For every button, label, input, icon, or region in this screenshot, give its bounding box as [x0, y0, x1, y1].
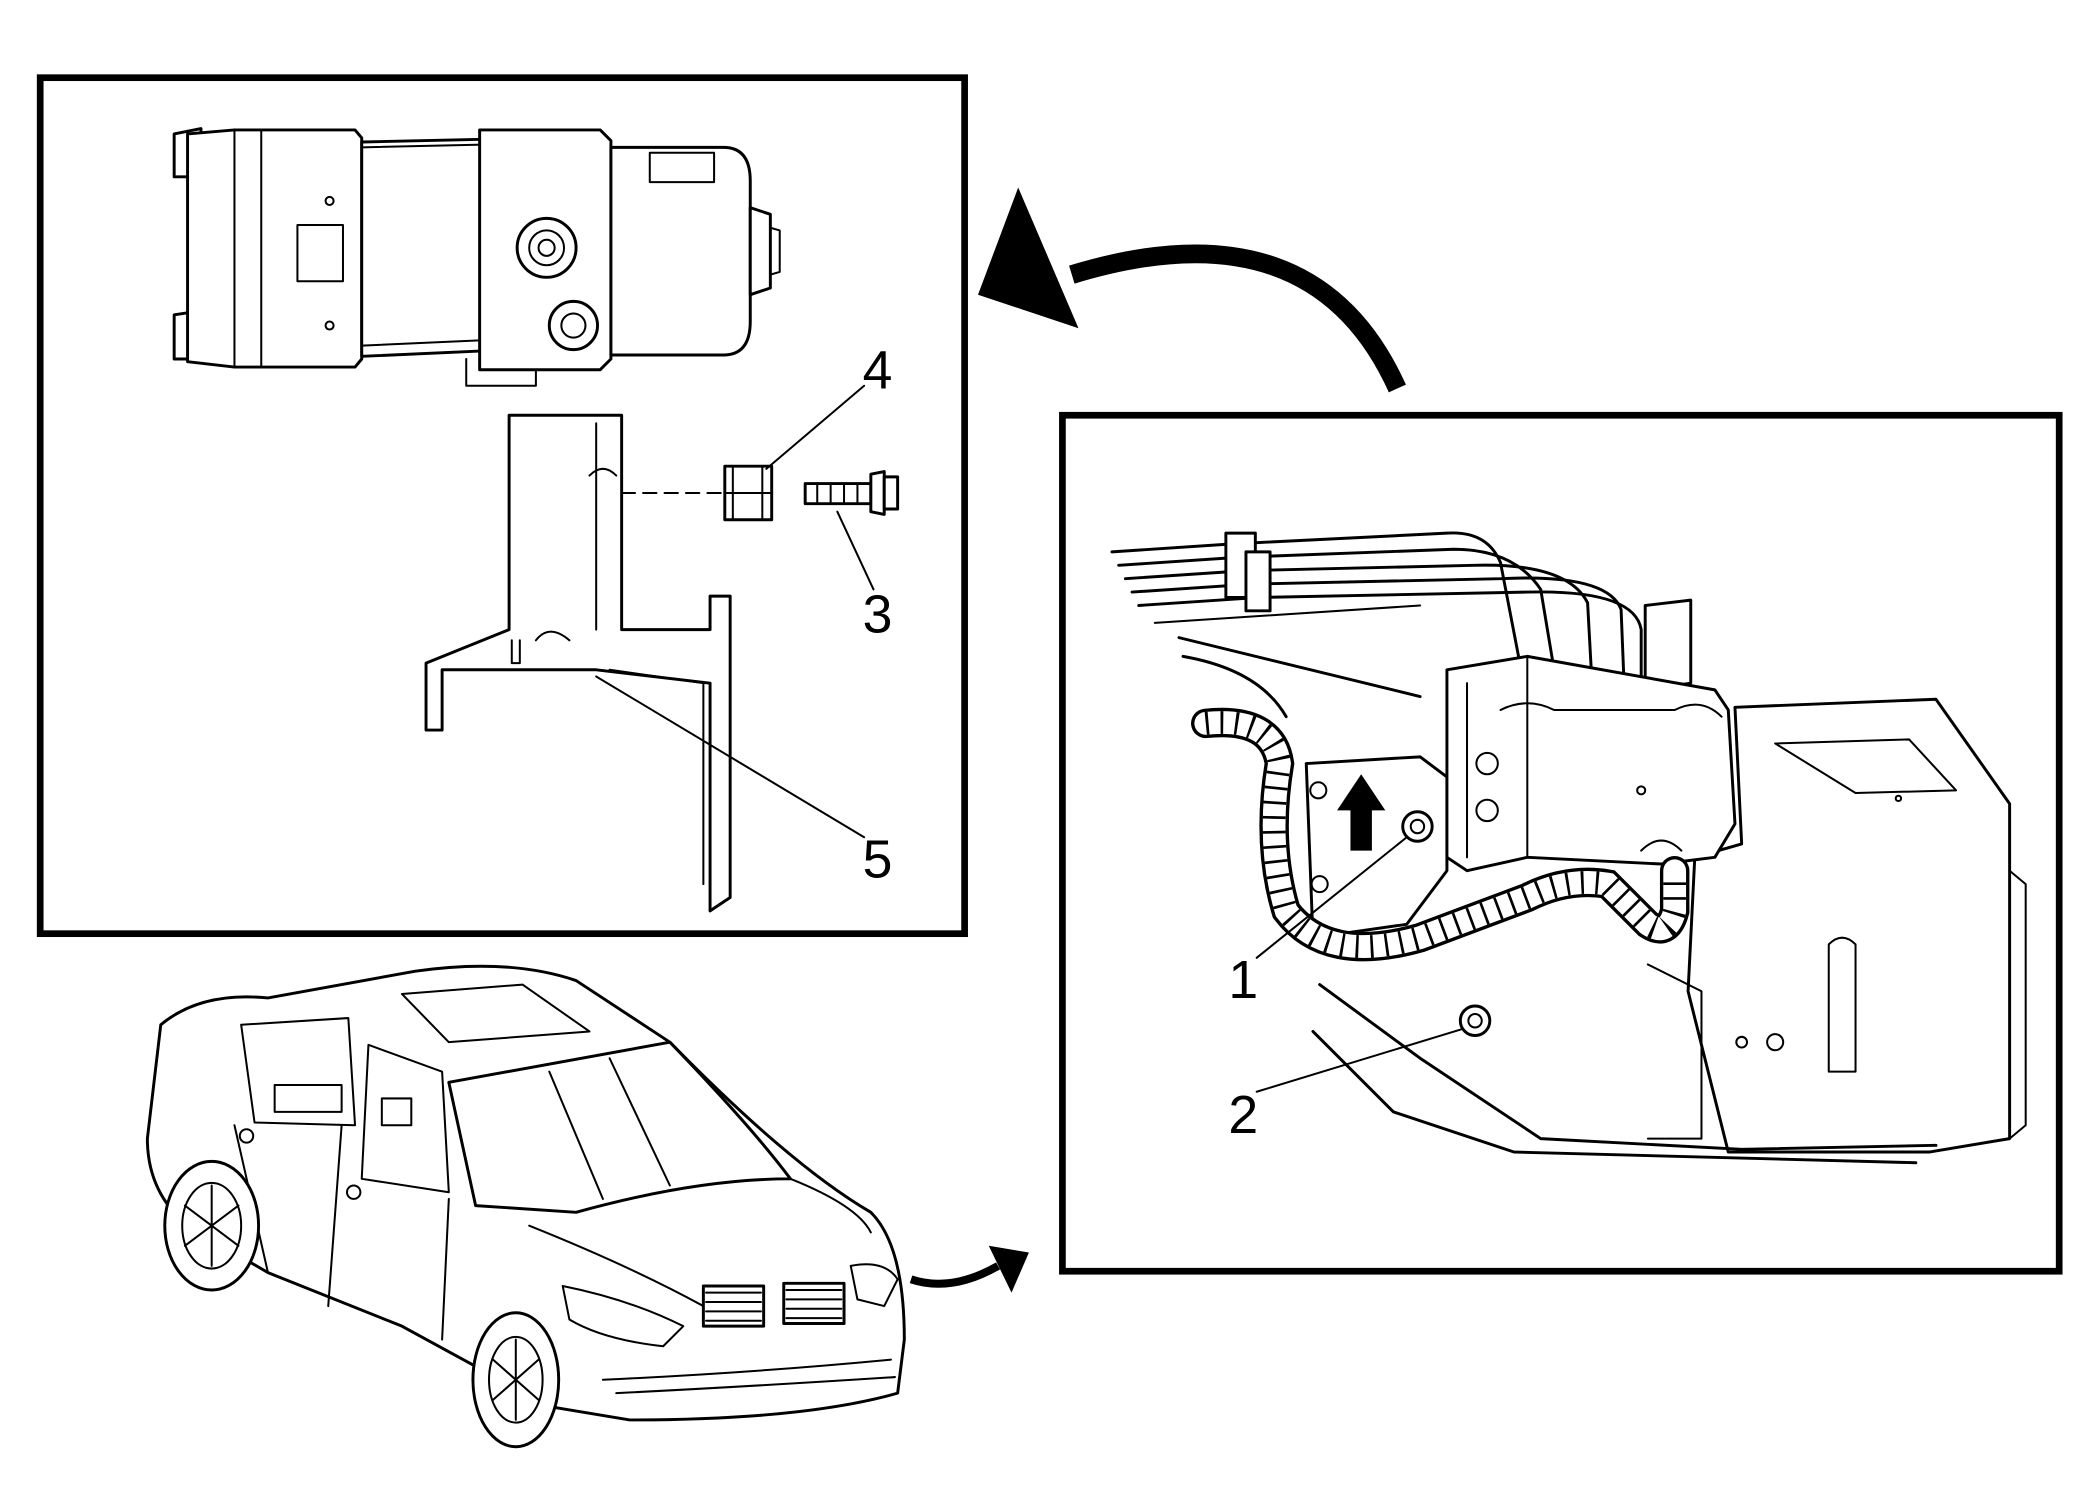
wiring-harness [1191, 707, 1690, 962]
exploded-view-panel: 4 3 5 [36, 74, 968, 938]
exploded-view-frame [36, 74, 968, 938]
abs-bracket [424, 413, 732, 913]
insulator [723, 464, 774, 522]
leader-line-1 [1255, 836, 1408, 959]
callout-4: 4 [863, 340, 893, 400]
vehicle-frame-rail [1177, 636, 2027, 1165]
module-mounting-plate [1304, 755, 1449, 940]
up-direction-arrow [1337, 774, 1386, 851]
upper-bolt [1401, 810, 1434, 843]
location-pointer-arrow [988, 1245, 1029, 1293]
bolt [803, 470, 900, 516]
leader-line-3 [836, 510, 875, 591]
lower-bolt [1458, 1004, 1492, 1037]
callout-3: 3 [863, 584, 893, 644]
electrical-connector [1643, 598, 1693, 692]
abs-modulator-unit [172, 127, 781, 387]
front-wheel [471, 1311, 561, 1449]
callout-2: 2 [1228, 1085, 1258, 1145]
brake-lines [1110, 531, 1643, 678]
leader-line-5 [595, 675, 866, 839]
view-transition-arrow [978, 187, 1406, 393]
rear-wheel [163, 1159, 261, 1292]
installed-location-panel: 1 2 [1059, 411, 2063, 1275]
installed-abs-module [1445, 654, 1737, 873]
installed-view-frame [1059, 411, 2063, 1275]
callout-1: 1 [1228, 950, 1258, 1010]
callout-5: 5 [863, 829, 893, 889]
vehicle-sedan-illustration [145, 964, 1029, 1449]
leader-line-4 [765, 384, 866, 470]
leader-line-2 [1255, 1027, 1465, 1093]
